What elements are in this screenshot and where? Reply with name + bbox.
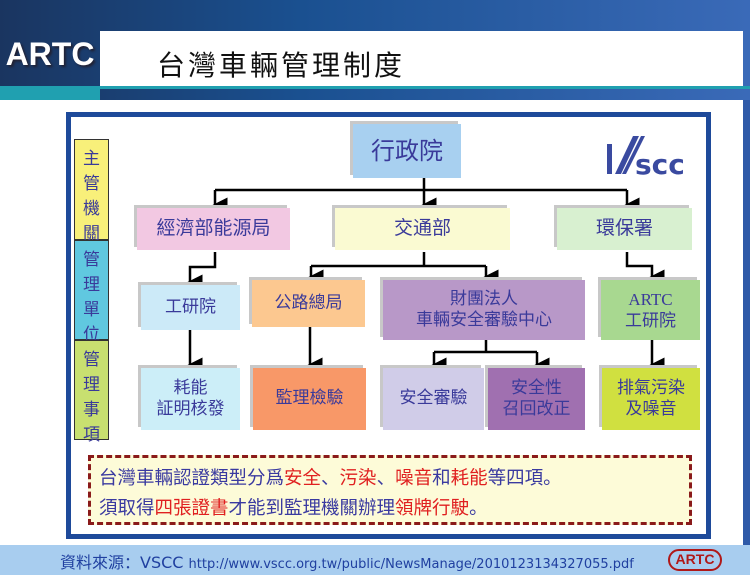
note-text: 、 xyxy=(376,468,396,489)
node-label: 財團法人 xyxy=(450,288,518,309)
node-label: 工研院 xyxy=(625,311,676,330)
node-label: 監理檢驗 xyxy=(275,388,344,409)
node-motc: 交通部 xyxy=(335,208,510,250)
source-url[interactable]: http://www.vscc.org.tw/public/NewsManage… xyxy=(188,557,634,572)
side-label-char: 管 xyxy=(83,174,100,194)
node-label: 行政院 xyxy=(371,137,443,165)
side-label-1: 管理單位 xyxy=(74,240,109,345)
node-label: 証明核發 xyxy=(156,399,225,419)
node-epa: 環保署 xyxy=(557,208,692,250)
source-citation: 資料來源：VSCC http://www.vscc.org.tw/public/… xyxy=(60,549,634,573)
node-inspect: 監理檢驗 xyxy=(253,368,366,430)
node-label: ARTC xyxy=(628,289,673,309)
node-label: 召回改正 xyxy=(502,399,571,419)
note-text: 。 xyxy=(469,498,488,519)
node-label: 環保署 xyxy=(595,217,653,240)
artc-logo: ARTC xyxy=(5,36,95,72)
svg-text:scc: scc xyxy=(635,148,685,177)
highlight-text: 耗能 xyxy=(450,468,488,489)
node-label: 公路總局 xyxy=(274,292,343,313)
vscc-logo: scc xyxy=(605,132,697,181)
node-itri: 工研院 xyxy=(141,285,240,330)
divider-block xyxy=(0,86,100,100)
highlight-text: 四張證書 xyxy=(154,498,229,519)
side-label-char: 項 xyxy=(83,425,100,445)
source-label: 資料來源：VSCC xyxy=(60,553,184,572)
divider xyxy=(0,86,750,89)
node-emission: 排氣污染及噪音 xyxy=(602,368,700,430)
note-text: 、 xyxy=(321,468,340,489)
node-label: 安全性 xyxy=(511,377,562,398)
highlight-text: 安全 xyxy=(284,468,322,489)
node-recall: 安全性召回改正 xyxy=(488,368,585,430)
note-text: 才能到監理機關辦理 xyxy=(228,498,396,519)
node-moea: 經濟部能源局 xyxy=(137,208,290,250)
node-label: 安全審驗 xyxy=(399,388,468,409)
node-artc: ARTC 工研院 xyxy=(601,280,700,340)
node-safety: 安全審驗 xyxy=(383,368,484,430)
slide-title: 台灣車輛管理制度 xyxy=(157,49,406,82)
highlight-text: 污染 xyxy=(339,468,377,489)
note-text: 等四項。 xyxy=(487,468,562,489)
side-label-char: 機 xyxy=(83,199,100,219)
node-label: 工研院 xyxy=(165,296,216,317)
highlight-text: 領牌行駛 xyxy=(395,498,470,519)
node-label: 排氣污染 xyxy=(617,377,685,398)
node-dgh: 公路總局 xyxy=(252,280,365,327)
node-executive: 行政院 xyxy=(353,124,461,178)
note-line-1: 台灣車輛認證類型分爲安全、污染、噪音和耗能等四項。 xyxy=(99,464,681,494)
side-label-0: 主管機關 xyxy=(74,139,109,244)
node-label: 耗能 xyxy=(173,377,208,398)
title-box xyxy=(100,31,743,86)
node-label: 及噪音 xyxy=(625,399,677,419)
node-vscc: 財團法人車輛安全審驗中心 xyxy=(383,280,585,340)
artc-badge-logo: ARTC xyxy=(668,549,722,571)
side-label-char: 理 xyxy=(83,375,100,395)
note-text: 台灣車輛認證類型分爲 xyxy=(99,468,285,489)
node-label: 經濟部能源局 xyxy=(156,217,271,240)
note-text: 和 xyxy=(432,468,451,489)
node-energy: 耗能証明核發 xyxy=(141,368,240,430)
note-box: 台灣車輛認證類型分爲安全、污染、噪音和耗能等四項。 須取得四張證書才能到監理機關… xyxy=(88,455,692,525)
node-label: 車輛安全審驗中心 xyxy=(416,310,552,330)
side-label-char: 理 xyxy=(83,275,100,295)
footer-band xyxy=(0,545,750,575)
side-label-char: 單 xyxy=(83,300,100,320)
right-bar xyxy=(743,100,750,545)
side-label-char: 管 xyxy=(83,250,100,270)
side-label-char: 關 xyxy=(83,224,100,244)
note-line-2: 須取得四張證書才能到監理機關辦理領牌行駛。 xyxy=(99,494,681,524)
highlight-text: 噪音 xyxy=(395,468,433,489)
side-label-char: 事 xyxy=(83,400,100,420)
side-label-char: 管 xyxy=(83,350,100,370)
node-label: 交通部 xyxy=(393,217,451,240)
side-label-char: 主 xyxy=(83,149,100,169)
side-label-2: 管理事項 xyxy=(74,340,109,445)
note-text: 須取得 xyxy=(99,498,155,519)
